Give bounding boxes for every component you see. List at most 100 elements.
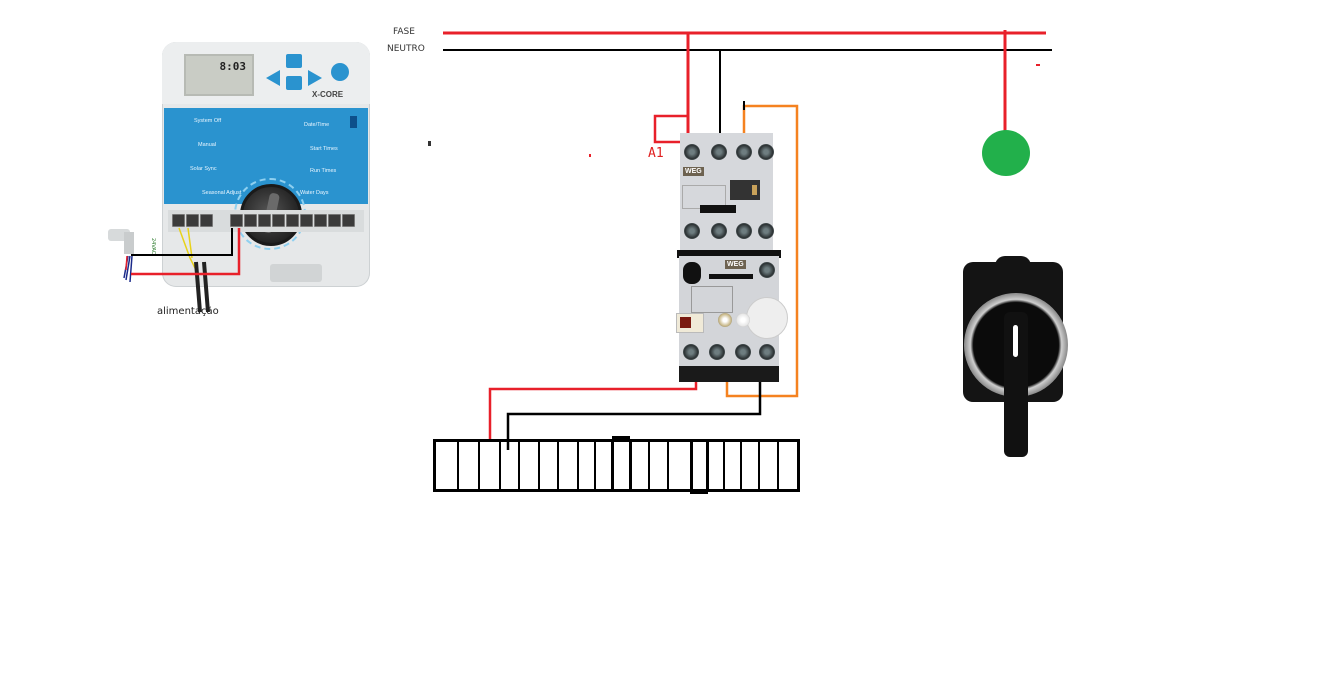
terminal-divider [690,442,693,489]
lcd-time: 8:03 [219,60,247,73]
left-arrow-icon [266,70,280,86]
power-wires-yellow [178,227,197,271]
a1-label: A1 [648,146,664,161]
terminal [272,214,285,227]
dial-label-start-times: Start Times [310,146,338,152]
terminal-divider [611,442,614,489]
pilot-lamp-green [982,130,1030,176]
down-button-icon [286,76,302,90]
terminal-divider [594,442,596,489]
terminal [258,214,271,227]
contactor-indicator [730,180,760,200]
terminal [244,214,257,227]
dial-label-solar-sync: Solar Sync [190,166,217,172]
stray-mark [428,141,431,146]
terminal-screw-l2 [711,144,727,160]
up-button-icon [286,54,302,68]
current-adjust-dial[interactable] [746,297,788,339]
terminal-block-marker [690,491,708,494]
relay-screw-top [759,262,775,278]
contactor-brand: WEG [683,167,704,176]
sensor-label: 24VAC [150,238,156,255]
relay-screw-98 [759,344,775,360]
terminal-divider [667,442,669,489]
terminal-screw-t1 [684,223,700,239]
irrigation-controller: 8:03 X-CORE System Off Manual Solar Sync… [162,42,370,287]
terminal-divider [577,442,579,489]
terminal-screw-l3 [736,144,752,160]
test-screw [718,313,732,327]
relay-label-window [691,286,733,313]
terminal-divider [518,442,520,489]
terminal-divider [478,442,480,489]
terminal-divider [557,442,559,489]
dial-label-run-times: Run Times [310,168,337,174]
terminal-block [433,439,800,492]
controller-mount-tab [270,264,322,282]
terminal-screw-a2 [758,223,774,239]
fase-label: FASE [393,27,415,37]
relay-screw-96 [709,344,725,360]
terminal-divider [538,442,540,489]
terminal [172,214,185,227]
terminal-divider [648,442,650,489]
sensor-cable [123,255,133,283]
output-wire-black [506,368,762,450]
sensor-wire-red [131,228,241,276]
controller-buttons [266,54,349,90]
controller-brand: X-CORE [312,90,344,99]
terminal-screw-l1 [684,144,700,160]
terminal-divider [758,442,760,489]
power-cable [194,261,210,313]
terminal-divider [777,442,779,489]
lcd-display: 8:03 [184,54,254,96]
test-screw [736,313,750,327]
terminal-block-marker [612,436,630,439]
contactor: WEG [680,133,774,250]
round-button-icon [331,63,349,81]
relay-bottom-terminals [679,366,779,382]
terminal-divider [457,442,459,489]
relay-screw-97 [735,344,751,360]
terminal-screw-t3 [736,223,752,239]
selector-switch-top [995,256,1031,272]
terminal-divider [740,442,742,489]
terminal-screw-t2 [711,223,727,239]
terminal [200,214,213,227]
terminal [314,214,327,227]
terminal-divider [499,442,501,489]
sensor-cable-red [125,255,128,271]
controller-terminal-strip [168,210,364,232]
a1-jumper-wire [653,114,688,144]
reset-button[interactable] [676,313,704,333]
stray-mark [589,154,591,157]
terminal-screw-aux [758,144,774,160]
relay-slot [709,274,753,279]
dial-label-date-time: Date/Time [304,122,330,128]
terminal [230,214,243,227]
relay-hole [683,262,701,284]
relay-brand: WEG [725,260,746,269]
dial-label-seasonal-adjust: Seasonal Adjust [202,190,242,196]
contactor-symbol [700,205,736,213]
right-arrow-icon [308,70,322,86]
terminal [300,214,313,227]
stray-mark [1036,64,1040,66]
terminal-divider [723,442,725,489]
relay-top-bar [677,250,781,258]
dial-label-water-days: Water Days [300,190,329,196]
terminal-divider [706,442,709,489]
terminal [186,214,199,227]
rain-sensor-bracket [124,232,134,254]
dial-label-manual: Manual [198,142,217,148]
power-label: alimentação [157,306,219,317]
sensor-wire-black [131,228,233,256]
terminal [286,214,299,227]
output-wire-red [488,368,698,439]
terminal [342,214,355,227]
relay-screw-95 [683,344,699,360]
neutro-label: NEUTRO [387,44,425,54]
terminal-divider [629,442,632,489]
selector-switch-indicator [1013,325,1018,357]
